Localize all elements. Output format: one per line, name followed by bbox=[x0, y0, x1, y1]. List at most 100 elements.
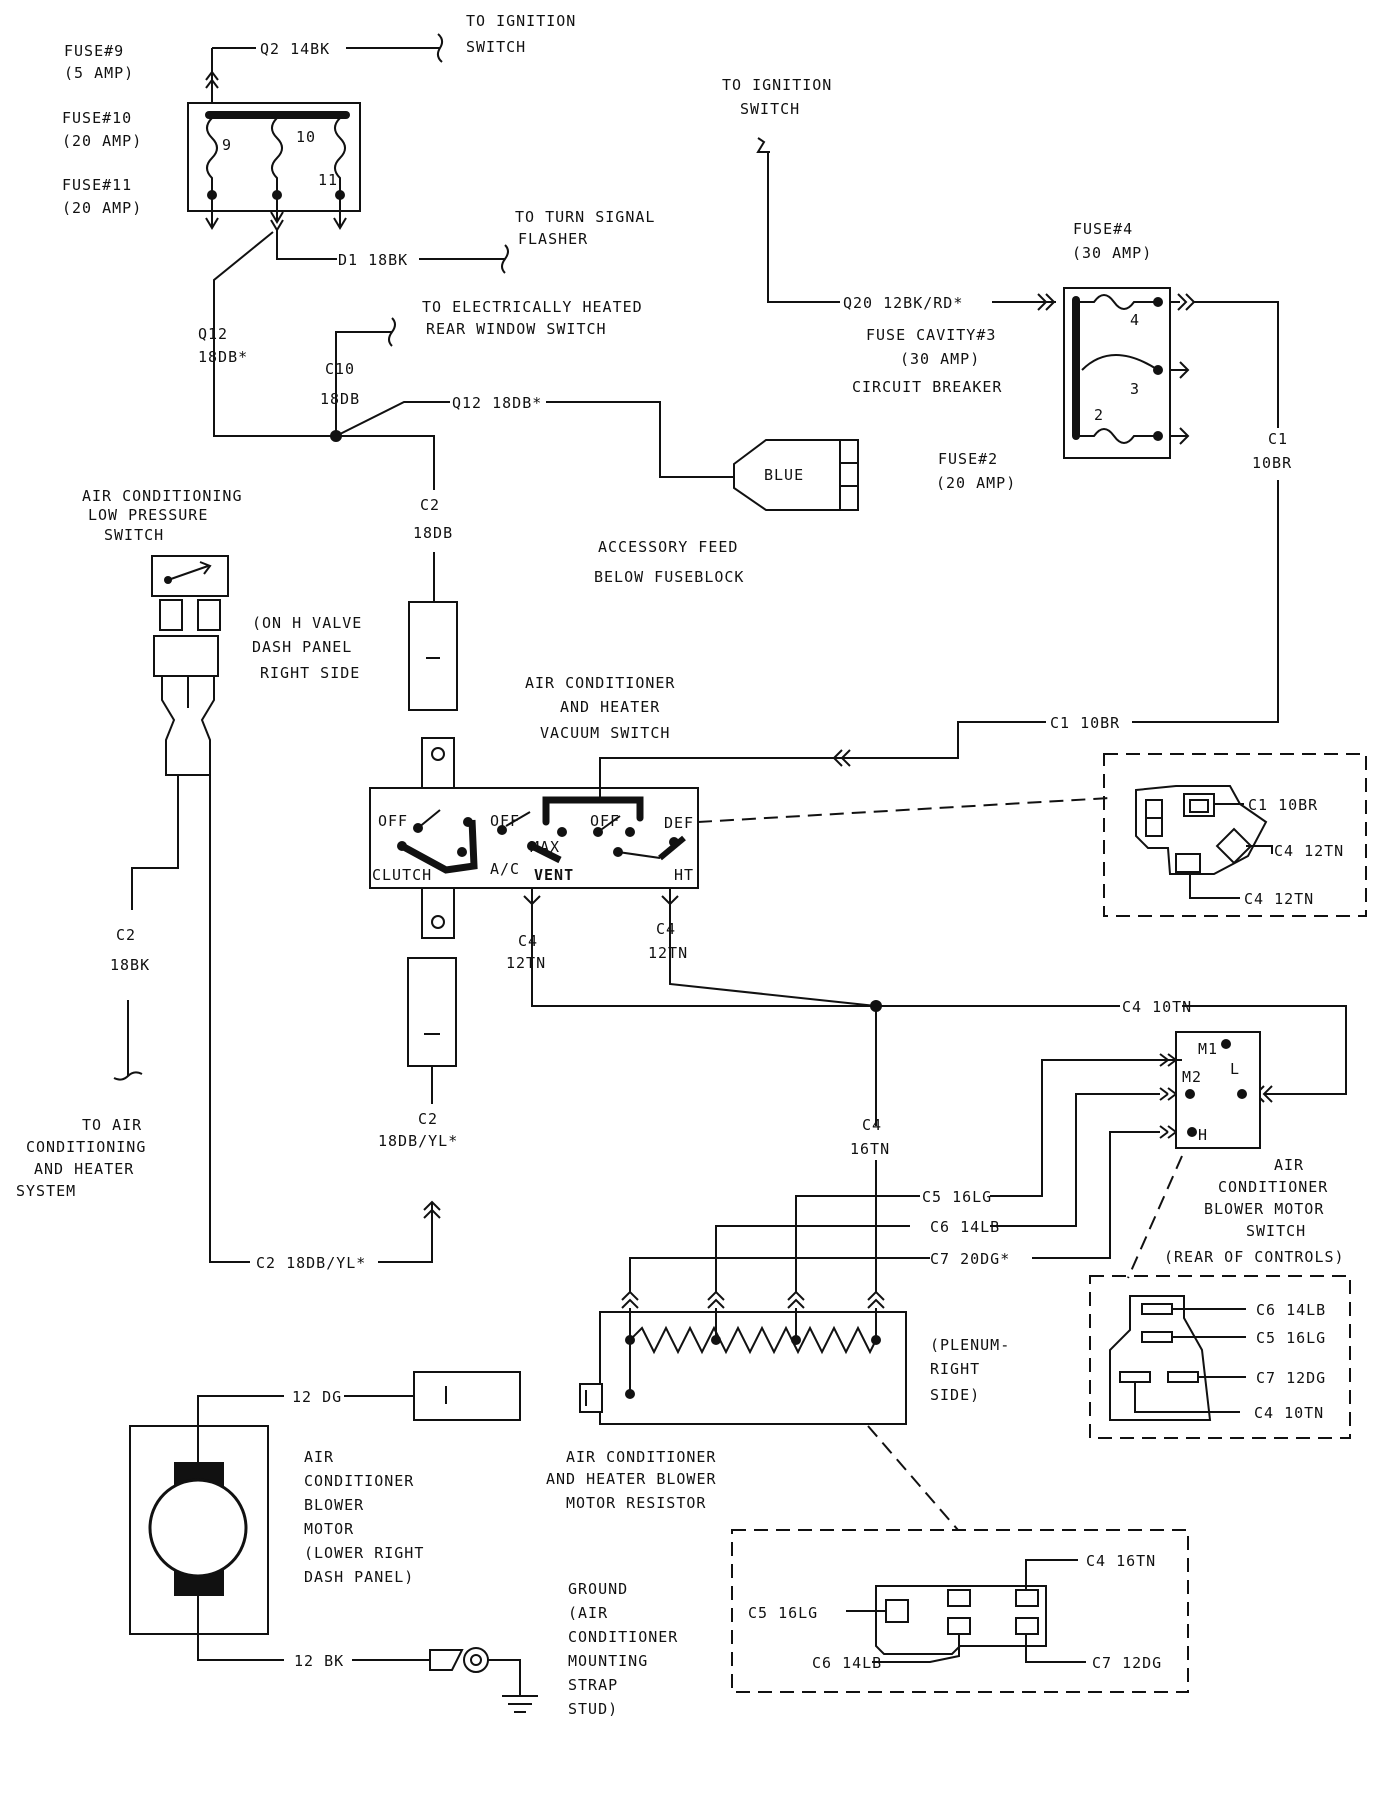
q20-wire bbox=[767, 152, 1056, 311]
plenum-b: RIGHT bbox=[930, 1360, 980, 1378]
cavity3-a: FUSE CAVITY#3 bbox=[866, 326, 996, 344]
q12-label-b: 18DB* bbox=[198, 348, 248, 366]
c1-vert-b: 10BR bbox=[1252, 454, 1292, 472]
fuse-11-number: 11 bbox=[318, 171, 338, 189]
to-ignition-2: TO IGNITION bbox=[722, 76, 832, 94]
blsw-b: CONDITIONER bbox=[1218, 1178, 1328, 1196]
rc-c4: C4 10TN bbox=[1254, 1404, 1324, 1422]
c5-label: C5 16LG bbox=[922, 1188, 992, 1206]
resistor-c: MOTOR RESISTOR bbox=[566, 1494, 706, 1512]
q20-label: Q20 12BK/RD* bbox=[843, 294, 963, 312]
c4-16tn-wire bbox=[867, 1160, 885, 1309]
blower-switch-callout bbox=[1127, 1155, 1183, 1279]
motor-d: MOTOR bbox=[304, 1520, 354, 1538]
ground-a: GROUND bbox=[568, 1580, 628, 1598]
blue-connector-label: BLUE bbox=[764, 466, 804, 484]
c2-left-wire bbox=[113, 775, 179, 1081]
q12-acc-wire bbox=[335, 401, 736, 478]
resistor-callout bbox=[867, 1425, 959, 1531]
c2-connector-top bbox=[408, 601, 458, 711]
aclp-c: SWITCH bbox=[104, 526, 164, 544]
to-ac-d: SYSTEM bbox=[16, 1182, 76, 1200]
resistor-b: AND HEATER BLOWER bbox=[546, 1470, 717, 1488]
aclp-a: AIR CONDITIONING bbox=[82, 487, 243, 505]
c5-wire bbox=[787, 1059, 1182, 1309]
q12-horiz-label: Q12 18DB* bbox=[452, 394, 542, 412]
wire-12dg: 12 DG bbox=[292, 1388, 342, 1406]
vac-a: AIR CONDITIONER bbox=[525, 674, 675, 692]
blower-motor bbox=[129, 1395, 284, 1661]
q2-wire-label: Q2 14BK bbox=[260, 40, 330, 58]
hvalve-b: DASH PANEL bbox=[252, 638, 352, 656]
vacuum-connector-face bbox=[1135, 785, 1273, 899]
cb-3: 3 bbox=[1130, 380, 1140, 398]
c1-wire-vertical bbox=[1132, 301, 1279, 723]
rc2-c7: C7 12DG bbox=[1092, 1654, 1162, 1672]
sw-off-3: OFF bbox=[590, 812, 620, 830]
to-ac-b: CONDITIONING bbox=[26, 1138, 146, 1156]
c4-right-wire bbox=[661, 888, 877, 1007]
cavity3-b: (30 AMP) bbox=[900, 350, 980, 368]
ground-f: STUD) bbox=[568, 1700, 618, 1718]
accessory-feed-connector: BLUE bbox=[733, 439, 859, 511]
fuse2-amp: (20 AMP) bbox=[936, 474, 1016, 492]
c4-right-b: 12TN bbox=[648, 944, 688, 962]
vac-detail-c1: C1 10BR bbox=[1248, 796, 1318, 814]
vacuum-connector-detail bbox=[1103, 753, 1367, 917]
ground-e: STRAP bbox=[568, 1676, 618, 1694]
rear-controls-detail bbox=[1089, 1275, 1351, 1439]
c1-vert-a: C1 bbox=[1268, 430, 1288, 448]
hvalve-c: RIGHT SIDE bbox=[260, 664, 360, 682]
ground-symbol bbox=[429, 1647, 538, 1713]
fuse9-label: FUSE#9 bbox=[64, 42, 124, 60]
rc-c6: C6 14LB bbox=[1256, 1301, 1326, 1319]
to-rear-window-a: TO ELECTRICALLY HEATED bbox=[422, 298, 643, 316]
term-h: H bbox=[1198, 1126, 1208, 1144]
rc-c7: C7 12DG bbox=[1256, 1369, 1326, 1387]
q12-wire bbox=[213, 231, 336, 437]
c2-left-b: 18BK bbox=[110, 956, 150, 974]
low-pressure-switch bbox=[151, 555, 229, 776]
c10-label-a: C10 bbox=[325, 360, 355, 378]
fuse9-amp: (5 AMP) bbox=[64, 64, 134, 82]
q12-label-a: Q12 bbox=[198, 325, 228, 343]
motor-b: CONDITIONER bbox=[304, 1472, 414, 1490]
to-ignition-1: TO IGNITION bbox=[466, 12, 576, 30]
c2-top-wire bbox=[336, 435, 435, 602]
fuse10-label: FUSE#10 bbox=[62, 109, 132, 127]
c1-10br-label: C1 10BR bbox=[1050, 714, 1120, 732]
accessory-feed-a: ACCESSORY FEED bbox=[598, 538, 738, 556]
c6-arrow bbox=[1159, 1087, 1177, 1101]
fuse-9-element bbox=[206, 117, 218, 195]
vacuum-detail-callout bbox=[697, 797, 1111, 823]
c4-right-a: C4 bbox=[656, 920, 676, 938]
c7-wire bbox=[621, 1131, 1160, 1309]
blsw-a: AIR bbox=[1274, 1156, 1304, 1174]
sw-clutch: CLUTCH bbox=[372, 866, 432, 884]
c5-arrow bbox=[1159, 1053, 1177, 1067]
term-m1: M1 bbox=[1198, 1040, 1218, 1058]
fuse2-label: FUSE#2 bbox=[938, 450, 998, 468]
ground-d: MOUNTING bbox=[568, 1652, 648, 1670]
c4-left-b: 12TN bbox=[506, 954, 546, 972]
fuse4-amp: (30 AMP) bbox=[1072, 244, 1152, 262]
to-ac-c: AND HEATER bbox=[34, 1160, 134, 1178]
c4-16-a: C4 bbox=[862, 1116, 882, 1134]
hvalve-a: (ON H VALVE bbox=[252, 614, 362, 632]
rc2-c4: C4 16TN bbox=[1086, 1552, 1156, 1570]
to-rear-window-b: REAR WINDOW SWITCH bbox=[426, 320, 607, 338]
c6-wire bbox=[707, 1093, 1160, 1309]
vacuum-switch: OFF OFF OFF DEF MAX CLUTCH A/C VENT HT bbox=[369, 737, 834, 939]
rc2-c5: C5 16LG bbox=[748, 1604, 818, 1622]
c2-bottom-label: C2 18DB/YL* bbox=[256, 1254, 366, 1272]
cavity3-c: CIRCUIT BREAKER bbox=[852, 378, 1002, 396]
motor-e: (LOWER RIGHT bbox=[304, 1544, 424, 1562]
resistor-a: AIR CONDITIONER bbox=[566, 1448, 716, 1466]
c2-mid-b: 18DB/YL* bbox=[378, 1132, 458, 1150]
q2-wire bbox=[212, 33, 444, 63]
sw-ac: A/C bbox=[490, 860, 520, 878]
blsw-c: BLOWER MOTOR bbox=[1204, 1200, 1324, 1218]
c7-label: C7 20DG* bbox=[930, 1250, 1010, 1268]
plenum-a: (PLENUM- bbox=[930, 1336, 1010, 1354]
